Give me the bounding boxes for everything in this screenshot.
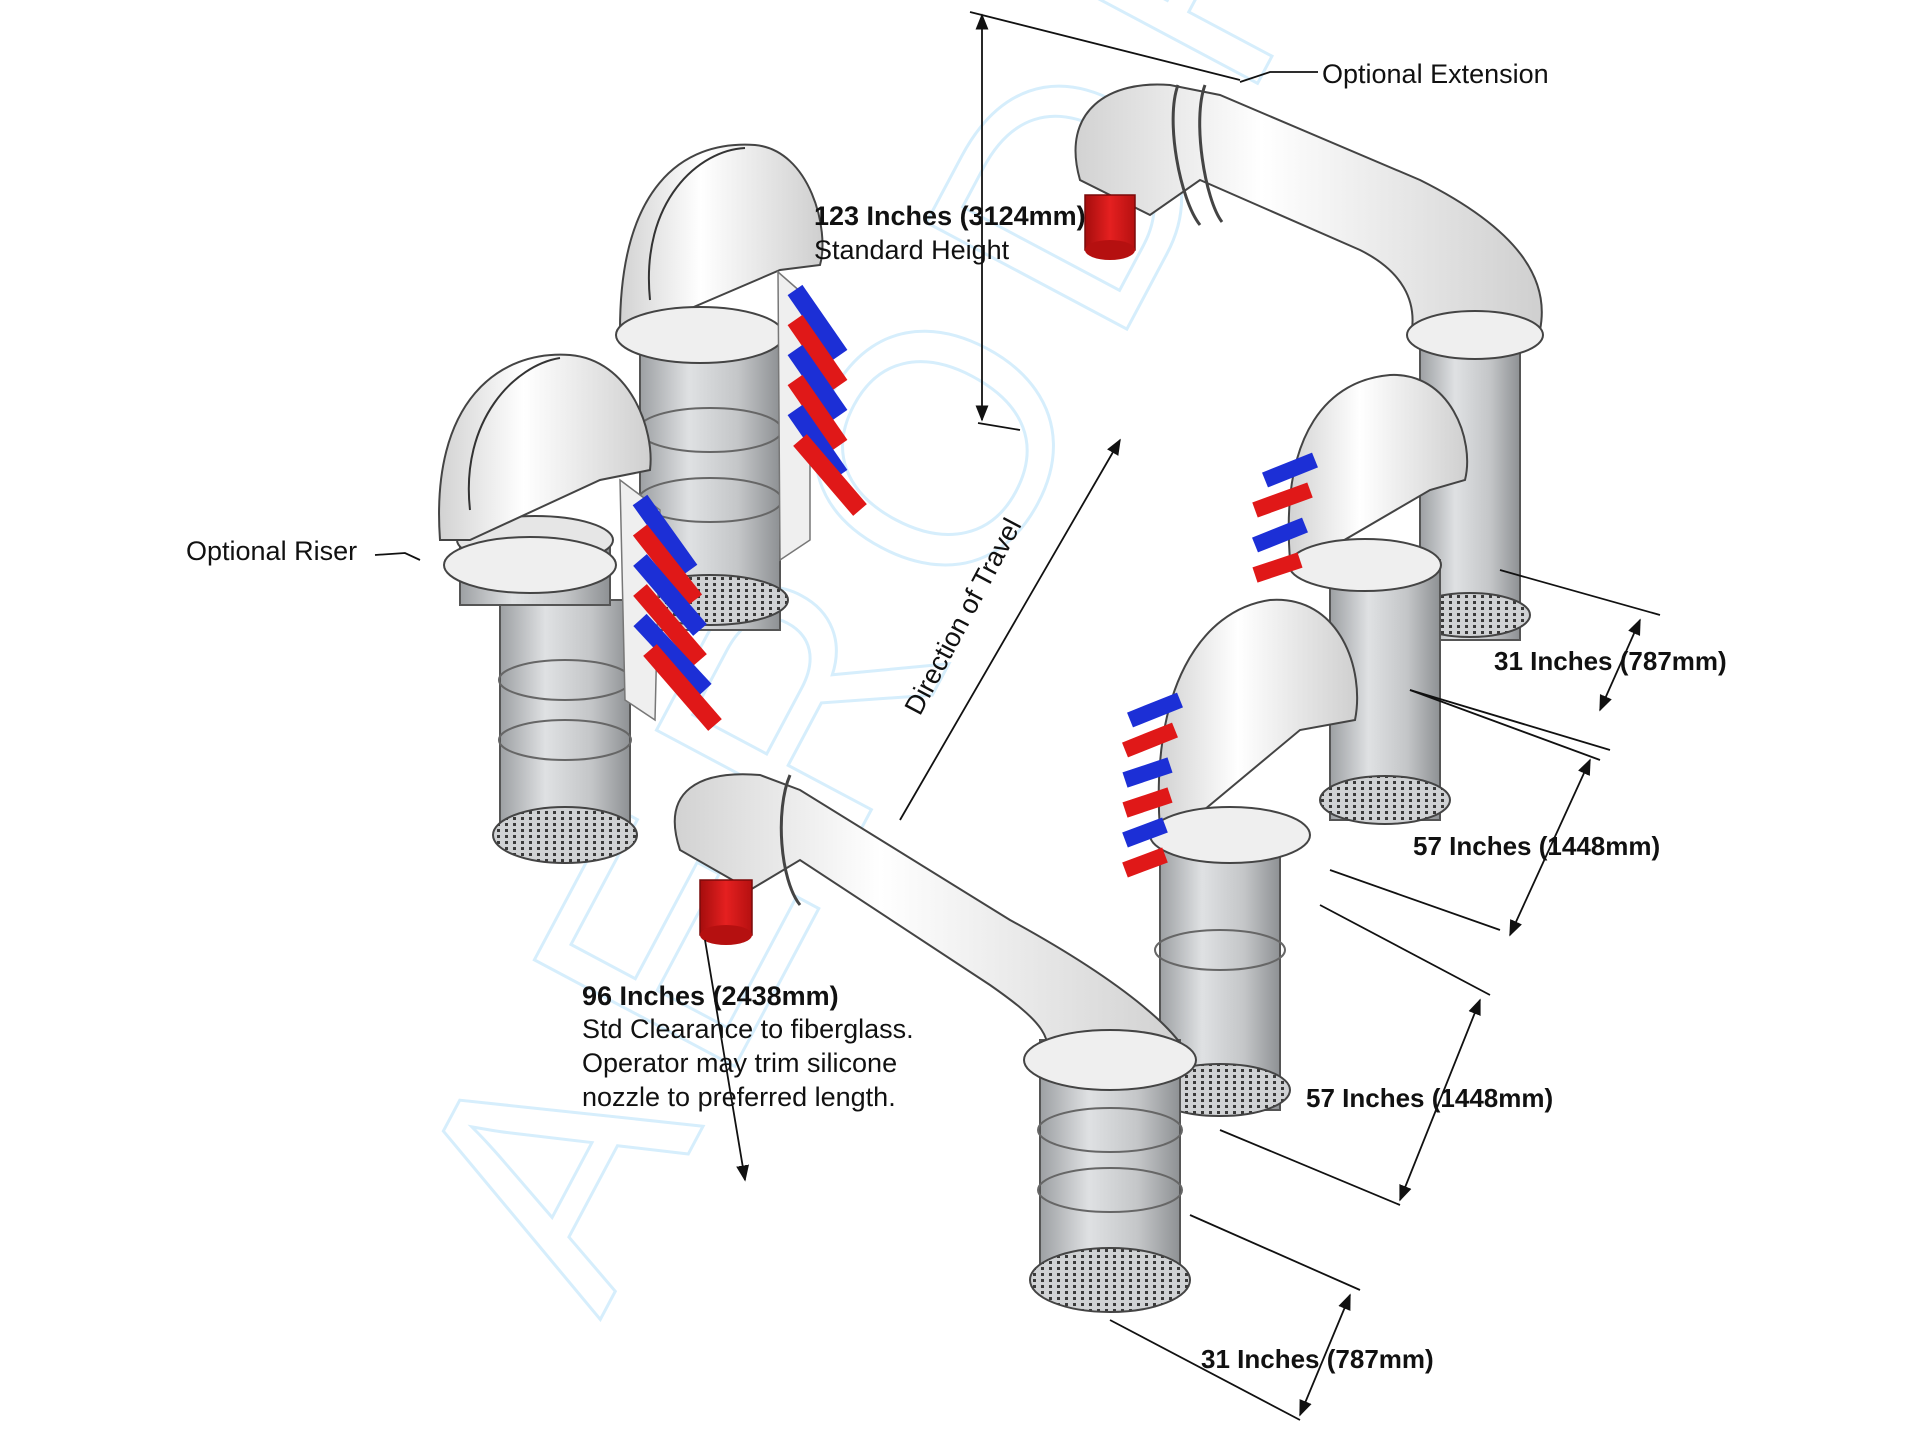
clearance-note-line-3: nozzle to preferred length.	[582, 1082, 896, 1112]
dryer-unit-left-back	[615, 143, 824, 631]
height-dimension-caption: Standard Height	[814, 235, 1010, 265]
dimension-57-lower: 57 Inches (1448mm)	[1306, 1083, 1554, 1113]
nozzle-set-left-back	[787, 284, 867, 516]
dimension-57-upper: 57 Inches (1448mm)	[1413, 831, 1661, 861]
optional-riser-label: Optional Riser	[186, 536, 358, 566]
clearance-dimension-value: 96 Inches (2438mm)	[582, 981, 839, 1011]
clearance-note-line-1: Std Clearance to fiberglass.	[582, 1014, 914, 1044]
clearance-note-line-2: Operator may trim silicone	[582, 1048, 898, 1078]
dryer-unit-left-front	[438, 353, 661, 864]
height-dimension-value: 123 Inches (3124mm)	[814, 201, 1086, 231]
dimension-lines	[374, 11, 1661, 1421]
dimension-31-top: 31 Inches (787mm)	[1494, 646, 1727, 676]
dimension-31-bottom: 31 Inches (787mm)	[1201, 1344, 1434, 1374]
optional-extension-label: Optional Extension	[1322, 59, 1549, 89]
nozzle-set-left-front	[632, 494, 722, 731]
dryer-unit-front-extension	[673, 773, 1197, 1313]
